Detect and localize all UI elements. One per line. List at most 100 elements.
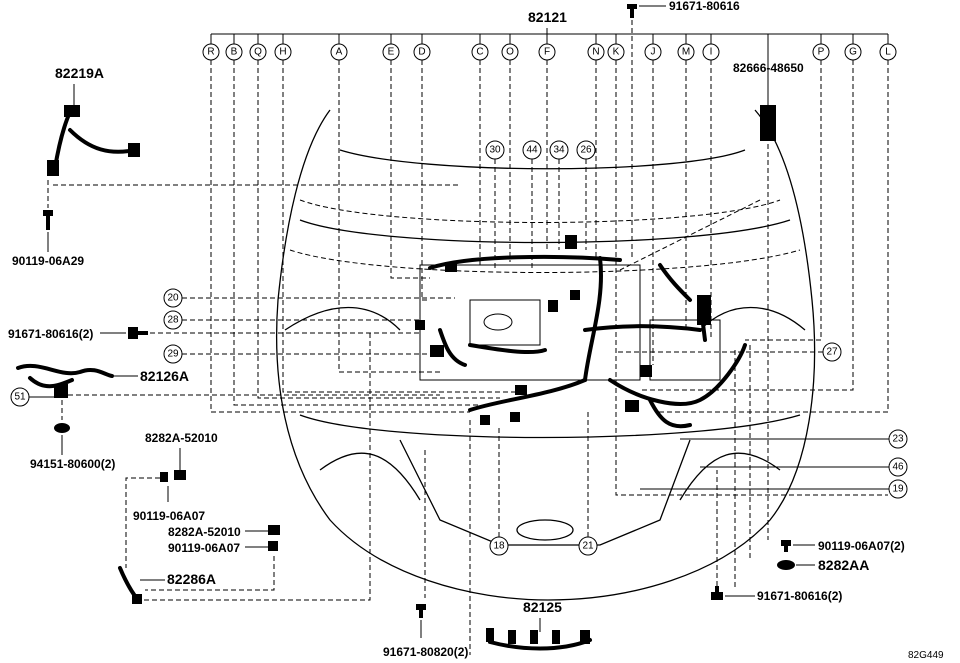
connector-O: O [501,43,519,61]
svg-text:44: 44 [526,145,538,156]
callout-29: 29 [163,344,183,364]
part-label-91671-80616: 91671-80616 [669,0,740,13]
callout-26: 26 [576,140,596,160]
harness-connectors [415,235,711,425]
bolt-icon [268,541,278,551]
part-label-90119-06A29: 90119-06A29 [12,254,84,268]
svg-text:28: 28 [167,315,179,326]
connector-M: M [677,43,695,61]
clip-icon [416,604,426,618]
svg-text:R: R [207,47,214,58]
callout-18: 18 [489,536,509,556]
clip-icon [128,327,148,339]
bolt-icon [160,472,168,482]
callout-44: 44 [522,140,542,160]
grommet-icon [54,423,70,433]
svg-text:34: 34 [553,145,565,156]
nut-icon [268,525,280,535]
svg-text:D: D [418,47,425,58]
svg-text:B: B [231,47,238,58]
svg-text:L: L [885,47,891,58]
connector-I: I [702,43,720,61]
svg-text:K: K [613,47,620,58]
part-label-8282A-52010-b: 8282A-52010 [168,525,241,539]
sub-harness-82219A [47,105,140,176]
engine-block [419,264,721,381]
svg-text:G: G [849,47,857,58]
svg-text:C: C [476,47,483,58]
nut-icon [174,470,186,480]
part-label-90119-06A07-b: 90119-06A07 [168,541,240,555]
callout-51: 51 [10,387,30,407]
connector-letter-row: R B Q H A E D C O F N K J M I P G L [202,43,897,61]
connector-C: C [471,43,489,61]
svg-text:23: 23 [892,434,904,445]
sub-harness-82286A [118,566,142,604]
connector-K: K [607,43,625,61]
connector-D: D [413,43,431,61]
svg-text:20: 20 [167,293,179,304]
svg-text:M: M [682,47,690,58]
callout-20: 20 [163,288,183,308]
part-label-8282A-52010-a: 8282A-52010 [145,431,218,445]
svg-text:19: 19 [892,484,904,495]
svg-text:29: 29 [167,349,179,360]
svg-text:F: F [544,47,550,58]
svg-text:51: 51 [14,392,26,403]
connector-G: G [844,43,862,61]
svg-text:J: J [651,47,656,58]
sub-harness-82126A [16,363,114,398]
svg-text:46: 46 [892,462,904,473]
connector-H: H [274,43,292,61]
connector-R: R [202,43,220,61]
connector-A: A [330,43,348,61]
part-label-91671-80616-2-right: 91671-80616(2) [757,589,842,603]
connector-82666-48650-icon [760,62,776,141]
part-label-91671-80616-2-left: 91671-80616(2) [8,327,93,341]
callout-28: 28 [163,310,183,330]
svg-text:18: 18 [493,541,505,552]
diagram-ref-code: 82G449 [908,650,944,661]
callout-30: 30 [485,140,505,160]
svg-text:N: N [592,47,599,58]
part-label-82126A: 82126A [140,368,189,384]
clamp-icon [777,560,795,570]
bolt-icon [781,540,791,552]
part-label-82286A: 82286A [167,571,216,587]
svg-text:A: A [336,47,343,58]
callout-23: 23 [888,429,908,449]
part-label-82219A: 82219A [55,65,104,81]
part-label-90119-06A07-2: 90119-06A07(2) [818,539,905,553]
part-label-90119-06A07-a: 90119-06A07 [133,509,205,523]
svg-text:30: 30 [489,145,501,156]
top-bracket [210,28,889,62]
svg-text:21: 21 [582,541,594,552]
svg-text:E: E [388,47,395,58]
sub-harness-82125 [486,628,592,651]
connector-L: L [879,43,897,61]
leader-lines [210,60,889,590]
part-label-91671-80820-2: 91671-80820(2) [383,645,468,659]
svg-text:H: H [279,47,286,58]
part-label-94151-80600-2: 94151-80600(2) [30,457,115,471]
part-label-82666-48650: 82666-48650 [733,61,804,75]
svg-text:O: O [506,47,514,58]
callout-46: 46 [888,457,908,477]
svg-text:Q: Q [254,47,262,58]
connector-E: E [382,43,400,61]
connector-J: J [644,43,662,61]
connector-Q: Q [249,43,267,61]
vehicle-body-outline [276,109,816,601]
clip-icon [711,586,723,600]
part-label-82125: 82125 [523,599,562,615]
callout-34: 34 [549,140,569,160]
part-label-8282AA: 8282AA [818,557,869,573]
bolt-icon [43,210,53,230]
connector-N: N [587,43,605,61]
clip-icon [627,4,637,18]
svg-text:I: I [710,47,713,58]
svg-text:P: P [818,47,825,58]
callout-19: 19 [888,479,908,499]
part-label-82121: 82121 [528,9,567,25]
